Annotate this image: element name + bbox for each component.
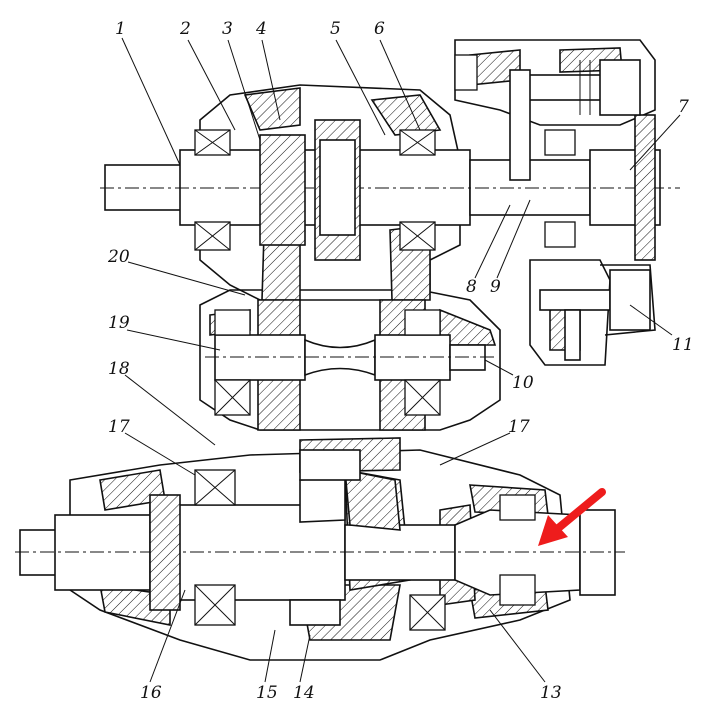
callout-20: 20 — [107, 247, 130, 267]
callout-15: 15 — [256, 683, 278, 703]
highlight-arrow — [538, 488, 606, 546]
callout-13: 13 — [540, 683, 562, 703]
callout-17-left: 17 — [108, 417, 130, 437]
highlight-arrow-head — [538, 515, 568, 546]
callout-10: 10 — [512, 373, 534, 393]
callout-18: 18 — [108, 359, 130, 379]
leader-lines — [121, 37, 681, 683]
callout-6: 6 — [374, 19, 385, 39]
callout-9: 9 — [490, 277, 501, 297]
aux-pump-unit — [454, 54, 641, 181]
callout-1: 1 — [115, 19, 126, 39]
callout-17-right: 17 — [508, 417, 530, 437]
aux-lower-unit — [539, 269, 651, 361]
callout-4: 4 — [255, 19, 267, 39]
callout-labels: 1 2 3 4 5 6 7 8 9 20 11 19 10 18 17 17 1… — [107, 19, 694, 703]
upper-gears — [259, 114, 656, 261]
callout-16: 16 — [140, 683, 162, 703]
callout-8: 8 — [466, 277, 477, 297]
upper-bearings — [194, 129, 576, 251]
intermediate-shaft — [205, 309, 495, 416]
callout-5: 5 — [330, 19, 341, 39]
callout-14: 14 — [293, 683, 315, 703]
callout-7: 7 — [678, 97, 689, 117]
callout-3: 3 — [222, 19, 233, 39]
lower-output-shaft — [15, 469, 625, 631]
callout-11: 11 — [672, 335, 694, 355]
callout-2: 2 — [179, 19, 191, 39]
differential-gears — [289, 449, 401, 626]
upper-input-shaft — [100, 149, 680, 226]
callout-19: 19 — [108, 313, 130, 333]
